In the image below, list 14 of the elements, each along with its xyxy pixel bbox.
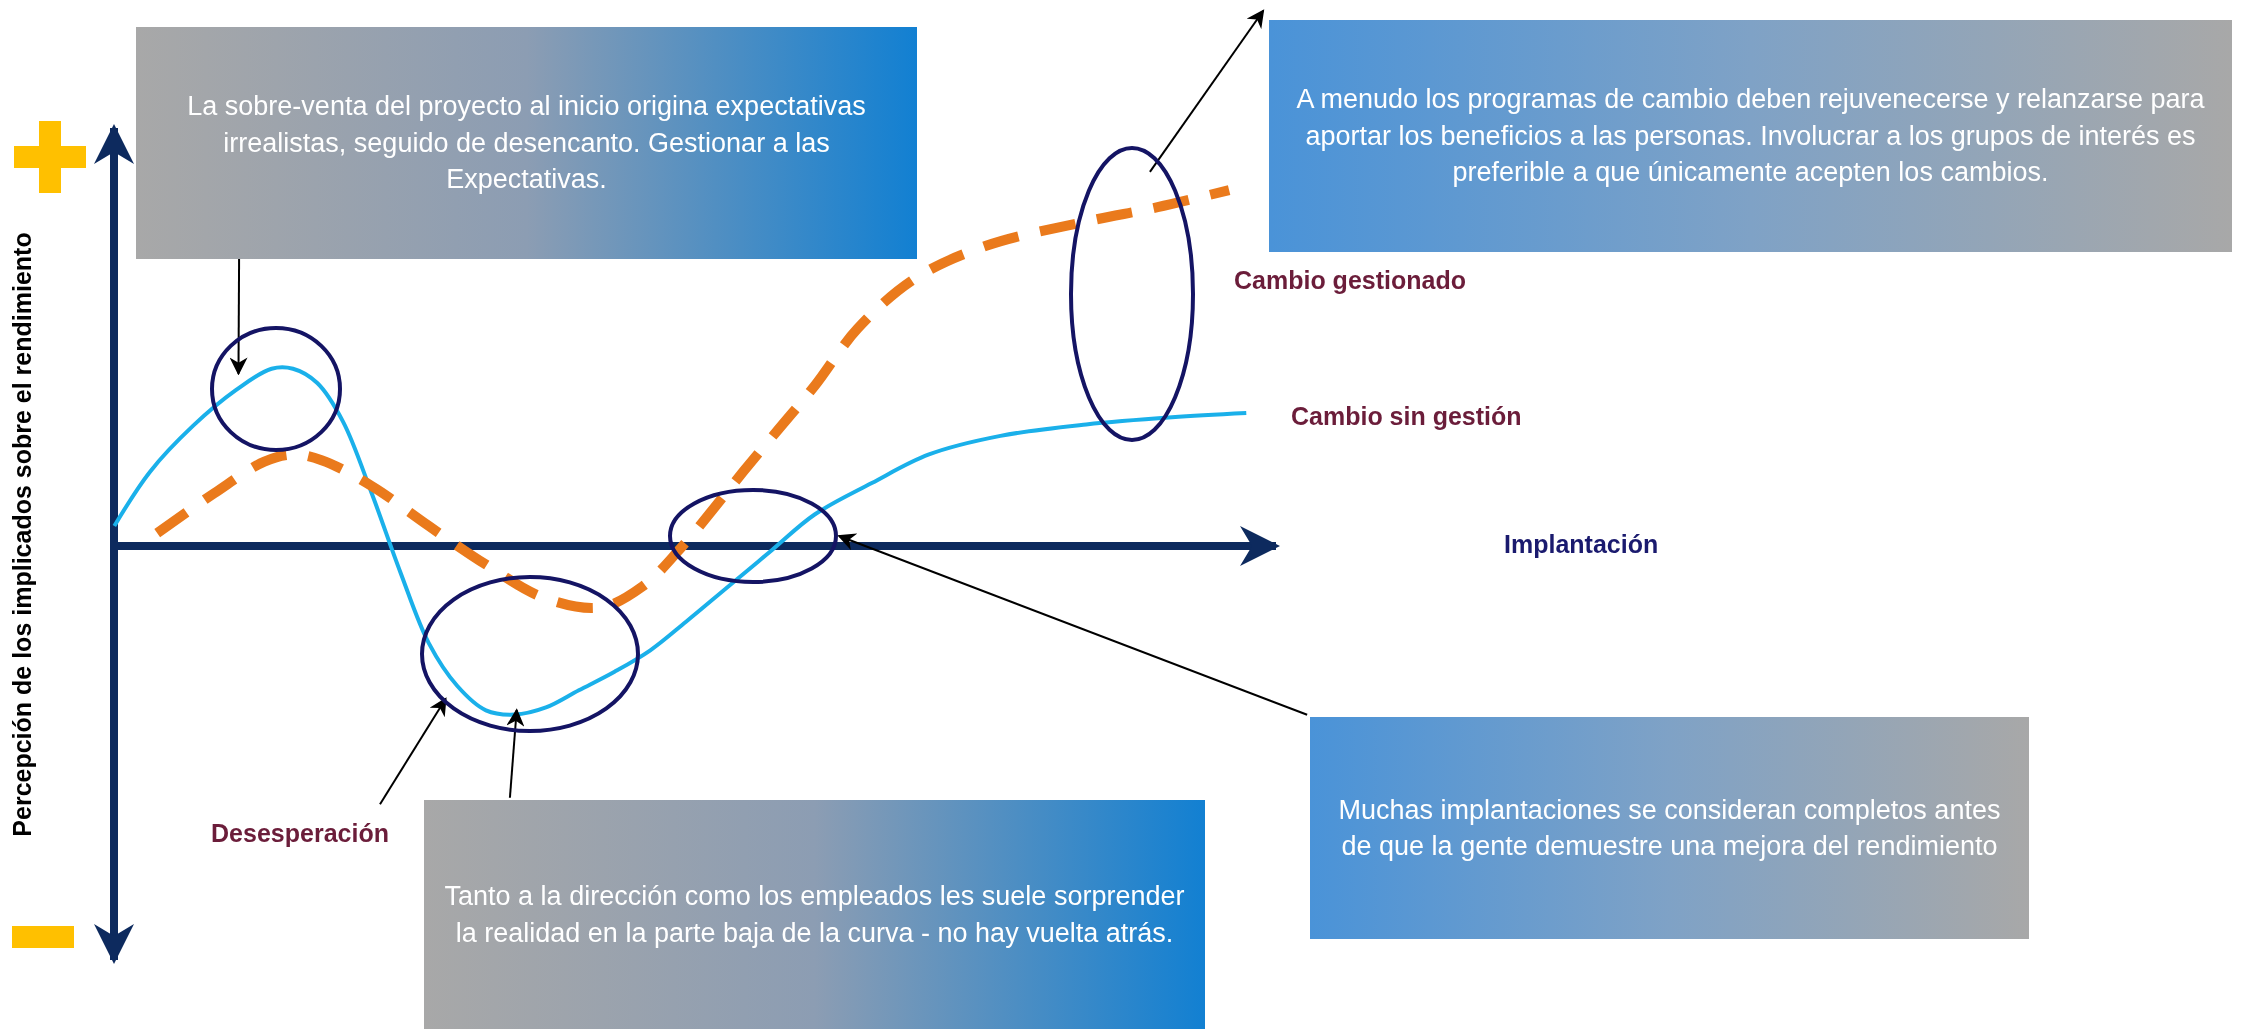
series-label: Cambio gestionado bbox=[1234, 266, 1466, 295]
annotation-text: Desesperación bbox=[200, 815, 400, 851]
axis-title: Percepción de los implicados sobre el rendimiento bbox=[7, 232, 37, 837]
leader-arrow bbox=[229, 258, 248, 376]
leader-arrow bbox=[379, 697, 447, 806]
callout-box: Tanto a la dirección como los empleados les suele sorprender la realidad en la parte baja de la curva - no hay vuelta atrás. bbox=[424, 800, 1205, 1029]
callout-box: Muchas implantaciones se consideran completos antes de que la gente demuestre una mejora del rendimiento bbox=[1310, 717, 2029, 939]
series-label: Cambio sin gestión bbox=[1291, 402, 1522, 431]
callout-box: La sobre-venta del proyecto al inicio origina expectativas irrealistas, seguido de desencanto. Gestionar a las Expectativas. bbox=[136, 27, 917, 259]
leader-arrow bbox=[506, 708, 525, 799]
axis-title: Implantación bbox=[1504, 530, 1659, 559]
leader-arrow bbox=[1148, 9, 1265, 173]
leader-arrow bbox=[837, 533, 1309, 716]
callout-box: A menudo los programas de cambio deben rejuvenecerse y relanzarse para aportar los beneficios a las personas. Involucrar a los grupos de interés es preferible a que únicamente acepten los cambios. bbox=[1269, 20, 2232, 252]
